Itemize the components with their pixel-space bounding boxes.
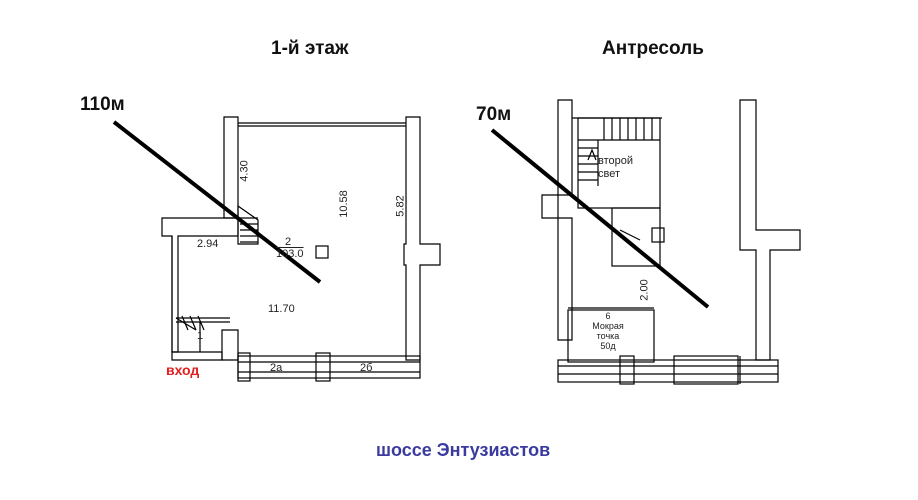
mezzanine-title: Антресоль (602, 38, 704, 59)
mezzanine-diagonal-line (490, 128, 710, 309)
dim-2-94: 2.94 (197, 238, 219, 250)
dim-11-70: 11.70 (268, 303, 295, 315)
floor1-diagonal-line (112, 120, 322, 284)
second-light-line2: свет (598, 168, 621, 180)
room-1-label: 1 (197, 330, 204, 342)
dim-5-82: 5.82 (394, 195, 407, 217)
mezzanine-dim-2-00: 2.00 (638, 279, 651, 301)
wet-room-number: 6 (605, 311, 611, 321)
wet-point-line2: точка (596, 331, 620, 341)
wet-point-label: 6 Мокрая точка 50д (586, 311, 630, 351)
wet-point-line3: 50д (600, 341, 616, 351)
second-light-line1: второй (598, 155, 634, 167)
room-area: 103.0 (276, 248, 304, 260)
room-number: 2 (285, 236, 292, 248)
dim-4-30: 4.30 (238, 160, 251, 182)
dim-10-58: 10.58 (337, 190, 350, 218)
floor1-title: 1-й этаж (271, 38, 349, 59)
window-2b-label: 2б (360, 362, 373, 374)
mezzanine-area-label: 70м (476, 104, 512, 125)
street-label: шоссе Энтузиастов (376, 440, 551, 460)
wet-point-line1: Мокрая (592, 321, 624, 331)
floor1-plan (161, 116, 441, 382)
entrance-label: вход (166, 362, 200, 378)
window-2a-label: 2а (270, 362, 283, 374)
second-light-label: второй свет (598, 155, 633, 181)
mezzanine-plan (541, 99, 801, 385)
floor1-area-label: 110м (80, 94, 125, 115)
